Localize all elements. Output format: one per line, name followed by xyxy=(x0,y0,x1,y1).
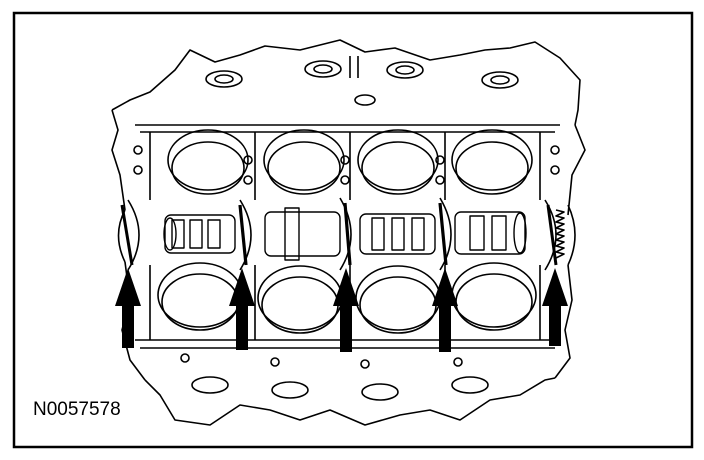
figure-reference-code: N0057578 xyxy=(33,399,121,420)
arrow-bearing-4 xyxy=(432,268,458,352)
upper-bores xyxy=(167,129,533,195)
arrow-bearing-2 xyxy=(229,268,255,350)
top-boss-1 xyxy=(205,70,243,88)
crankshaft xyxy=(163,207,527,261)
top-boss-3 xyxy=(386,61,424,79)
arrow-bearing-1 xyxy=(115,268,141,348)
engine-block-drawing xyxy=(111,39,586,426)
callout-arrows xyxy=(115,268,568,352)
arrow-bearing-3 xyxy=(333,268,359,352)
figure-frame xyxy=(12,11,694,449)
top-boss-2 xyxy=(304,60,342,78)
top-boss-4 xyxy=(481,71,519,89)
arrow-bearing-5 xyxy=(542,268,568,346)
